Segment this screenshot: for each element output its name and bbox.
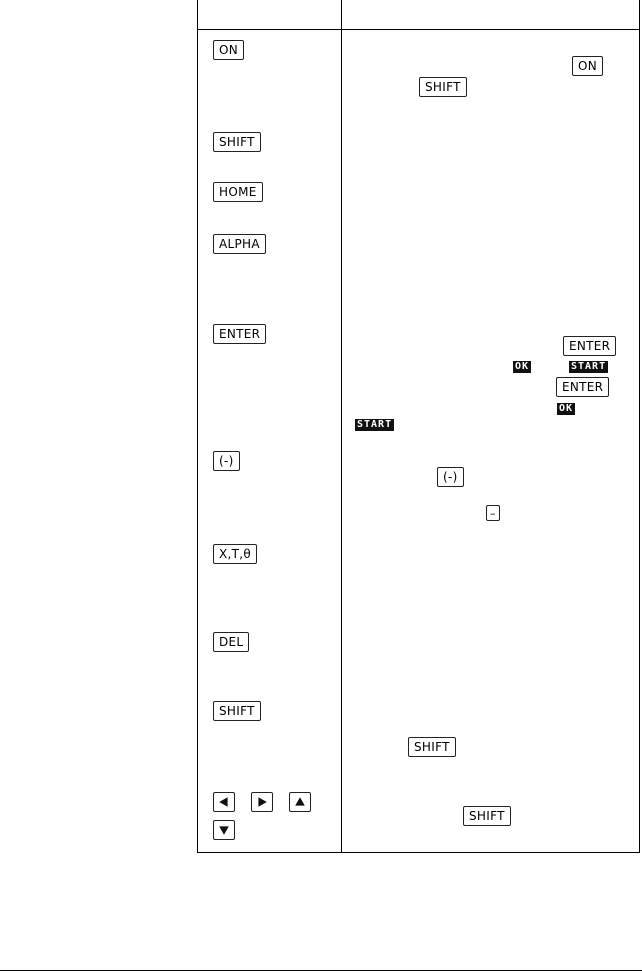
right-arrow-icon [258,797,267,807]
minus-key-ref: – [486,505,500,521]
start-softkey: START [569,361,609,373]
home-key: HOME [213,182,263,202]
up-arrow-icon [295,797,305,806]
down-arrow-key [213,820,235,840]
start-softkey-2: START [355,419,395,431]
header-divider [198,29,639,30]
enter-key: ENTER [213,324,267,344]
shift-key-ref-2: SHIFT [408,737,456,757]
negate-key: (-) [213,451,240,471]
on-key-ref: ON [572,56,604,76]
enter-key-ref: ENTER [563,336,617,356]
ok-softkey: OK [513,361,532,373]
enter-key-ref-2: ENTER [556,377,610,397]
up-arrow-key [289,792,311,812]
footer-rule [0,970,642,971]
down-arrow-icon [219,826,229,835]
shift-key-2: SHIFT [213,701,261,721]
column-divider [341,0,342,852]
shift-key-ref-3: SHIFT [463,806,511,826]
ok-softkey-2: OK [557,403,576,415]
left-arrow-key [213,792,235,812]
right-arrow-key [251,792,273,812]
del-key: DEL [213,632,250,652]
shift-key: SHIFT [213,132,261,152]
xt-theta-key: X,T,θ [213,544,258,564]
alpha-key: ALPHA [213,234,266,254]
shift-key-ref: SHIFT [419,77,467,97]
keys-table [197,0,640,853]
left-arrow-icon [219,797,228,807]
negate-key-ref: (-) [437,467,464,487]
on-key: ON [213,40,245,60]
